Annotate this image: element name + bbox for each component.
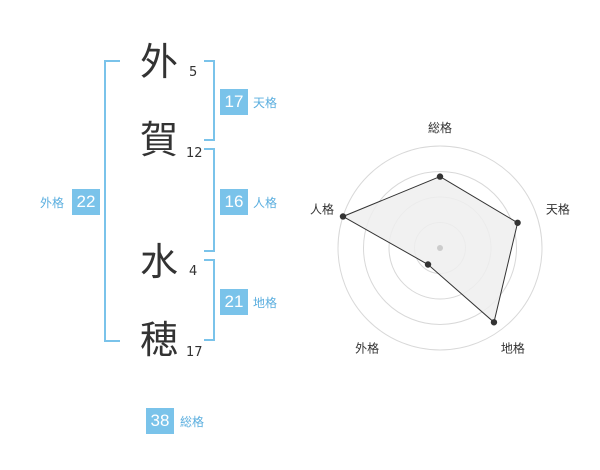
stroke-count-1: 5 xyxy=(189,65,198,80)
jinkaku-bracket xyxy=(204,148,215,252)
radar-label-4: 外格 xyxy=(355,340,379,355)
radar-point-1 xyxy=(436,173,444,180)
name-char-4: 穂 xyxy=(140,318,179,362)
radar-point-3 xyxy=(490,319,498,326)
radar-ring xyxy=(363,171,517,325)
radar-point-5 xyxy=(339,213,347,220)
radar-ring xyxy=(337,145,543,351)
stroke-count-4: 17 xyxy=(186,345,203,360)
gaikaku-badge: 22 xyxy=(72,189,100,215)
radar-point-2 xyxy=(514,219,521,226)
radar-center-dot xyxy=(437,245,443,251)
chikaku-bracket xyxy=(204,259,215,341)
radar-points xyxy=(339,173,521,326)
tenkaku-badge: 17 xyxy=(220,89,248,115)
name-char-1: 外 xyxy=(140,40,179,84)
stroke-count-2: 12 xyxy=(186,146,203,161)
jinkaku-badge: 16 xyxy=(220,189,248,215)
gaikaku-bracket xyxy=(104,60,120,342)
radar-area xyxy=(341,176,519,324)
radar-label-3: 地格 xyxy=(501,340,525,355)
jinkaku-label: 人格 xyxy=(253,196,278,210)
radar-label-1: 総格 xyxy=(428,120,452,135)
stroke-count-3: 4 xyxy=(189,264,198,279)
soukaku-label: 総格 xyxy=(180,415,205,429)
chikaku-badge: 21 xyxy=(220,289,248,315)
soukaku-badge: 38 xyxy=(146,408,174,434)
radar-point-4 xyxy=(424,261,432,268)
name-char-3: 水 xyxy=(140,240,179,284)
tenkaku-bracket xyxy=(204,60,215,141)
tenkaku-label: 天格 xyxy=(253,96,278,110)
chikaku-label: 地格 xyxy=(253,296,278,310)
gaikaku-label: 外格 xyxy=(40,196,65,210)
radar-label-5: 人格 xyxy=(310,202,334,217)
name-char-2: 賀 xyxy=(140,118,179,162)
radar-label-2: 天格 xyxy=(546,202,570,217)
